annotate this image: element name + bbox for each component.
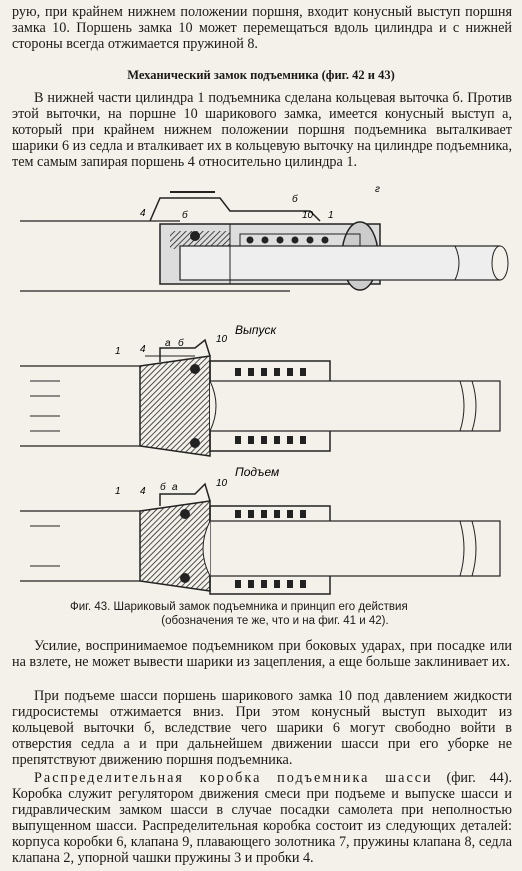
label-b-mid: б <box>178 337 184 349</box>
label-1-mid: 1 <box>115 346 121 357</box>
label-10-top: 10 <box>302 210 314 221</box>
label-lift: Подъем <box>235 465 279 479</box>
label-1-top: 1 <box>328 210 334 221</box>
force-paragraph: Усилие, воспринимаемое подъемником при б… <box>12 638 512 670</box>
label-1-bot: 1 <box>115 486 121 497</box>
label-g: г <box>375 184 380 195</box>
label-b-top: б <box>292 193 298 205</box>
label-release: Выпуск <box>235 323 277 337</box>
top-perspective-view <box>20 191 509 292</box>
caption-line-1: Фиг. 43. Шариковый замок подъемника и пр… <box>70 601 408 613</box>
section-heading: Механический замок подъемника (фиг. 42 и… <box>127 68 395 82</box>
label-6-top: б <box>182 209 188 221</box>
figure-caption: Фиг. 43. Шариковый замок подъемника и пр… <box>70 600 480 628</box>
release-section-view <box>20 338 501 457</box>
box-title: Распределительная коробка подъемника шас… <box>34 770 433 786</box>
figure-43-drawing: г б 4 б 10 1 Выпуск 1 4 а б 10 Подъем <box>20 184 509 595</box>
label-b-bot: б <box>160 481 166 493</box>
label-10-mid: 10 <box>216 334 228 345</box>
lift-section-view <box>20 482 501 595</box>
intro-paragraph: рую, при крайнем нижнем положении поршня… <box>12 4 512 52</box>
label-10-bot: 10 <box>216 478 228 489</box>
label-a-bot: а <box>172 482 178 493</box>
label-4-mid: 4 <box>140 344 146 355</box>
box-body: (фиг. 44). Коробка служит регулятором дв… <box>12 770 513 866</box>
label-a-mid: а <box>165 338 171 349</box>
box-paragraph: Распределительная коробка подъемника шас… <box>12 770 512 866</box>
label-4-top: 4 <box>140 208 146 219</box>
raise-paragraph: При подъеме шасси поршень шарикового зам… <box>12 688 512 768</box>
lock-paragraph: В нижней части цилиндра 1 подъемника сде… <box>12 90 512 170</box>
label-4-bot: 4 <box>140 486 146 497</box>
caption-line-2: (обозначения те же, что и на фиг. 41 и 4… <box>161 615 389 627</box>
